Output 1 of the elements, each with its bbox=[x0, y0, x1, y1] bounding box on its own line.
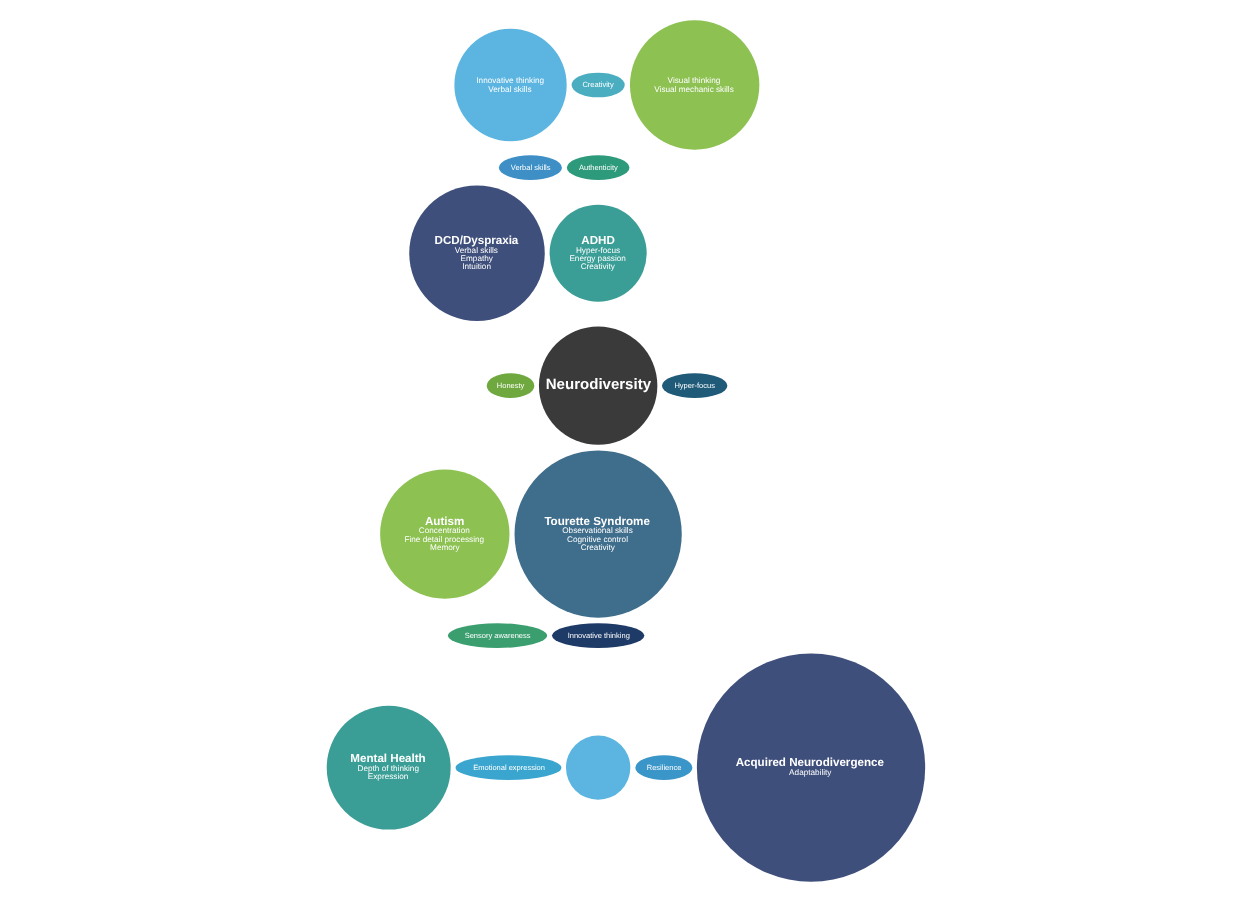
node-circle bbox=[565, 735, 630, 800]
